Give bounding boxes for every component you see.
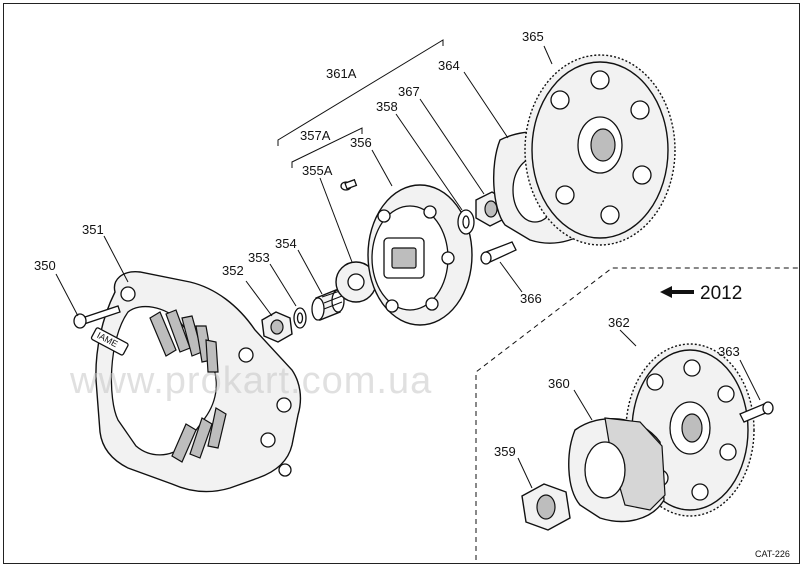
label-360: 360 bbox=[548, 376, 570, 391]
label-350: 350 bbox=[34, 258, 56, 273]
drive-gear-365 bbox=[524, 54, 676, 246]
iame-logo-plate: IAME bbox=[90, 327, 129, 356]
label-359: 359 bbox=[494, 444, 516, 459]
label-362: 362 bbox=[608, 315, 630, 330]
label-353: 353 bbox=[248, 250, 270, 265]
label-366: 366 bbox=[520, 291, 542, 306]
needle-bearing-354 bbox=[311, 289, 345, 321]
cover-ribs bbox=[149, 309, 227, 463]
washer-358 bbox=[457, 209, 475, 235]
label-357a: 357A bbox=[300, 128, 331, 143]
label-352: 352 bbox=[222, 263, 244, 278]
bracket-361a bbox=[277, 39, 444, 146]
label-356: 356 bbox=[350, 135, 372, 150]
bolt-350 bbox=[73, 305, 121, 329]
catalog-code: CAT-226 bbox=[755, 549, 790, 559]
bolt-363 bbox=[739, 401, 774, 423]
diagram-frame bbox=[3, 3, 800, 564]
washer-353 bbox=[293, 307, 307, 329]
label-351: 351 bbox=[82, 222, 104, 237]
label-364: 364 bbox=[438, 58, 460, 73]
label-354: 354 bbox=[275, 236, 297, 251]
bolt-366 bbox=[480, 241, 517, 265]
nut-352 bbox=[261, 311, 293, 343]
label-358: 358 bbox=[376, 99, 398, 114]
part-labels: 350 351 352 353 354 355A 356 357A 358 35… bbox=[34, 29, 740, 459]
label-355a: 355A bbox=[302, 163, 333, 178]
nut-359 bbox=[521, 483, 571, 531]
watermark-text: www.prokart.com.ua bbox=[69, 360, 432, 402]
clutch-cover-351: IAME bbox=[90, 271, 302, 493]
label-363: 363 bbox=[718, 344, 740, 359]
leader-lines bbox=[55, 45, 761, 489]
label-365: 365 bbox=[522, 29, 544, 44]
arrow-icon bbox=[660, 286, 694, 298]
bracket-357a bbox=[291, 127, 363, 168]
clutch-drum-356 bbox=[367, 184, 473, 326]
sprocket-355 bbox=[335, 261, 377, 303]
year-tag: 2012 bbox=[700, 283, 742, 304]
screw-355a bbox=[340, 178, 358, 191]
label-367: 367 bbox=[398, 84, 420, 99]
inset-2012-divider bbox=[475, 267, 800, 560]
label-361a: 361A bbox=[326, 66, 357, 81]
clutch-shoe-360 bbox=[568, 417, 666, 523]
